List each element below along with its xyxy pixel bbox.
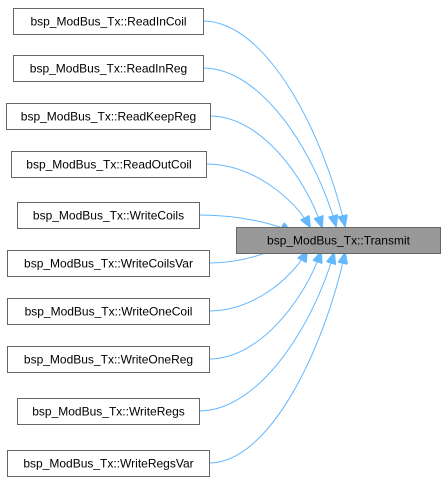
node-label: bsp_ModBus_Tx::ReadKeepReg — [21, 110, 196, 124]
edge-7 — [208, 251, 307, 312]
edge-line — [198, 253, 334, 412]
caller-node-bsp-modbus-tx-readoutcoil[interactable]: bsp_ModBus_Tx::ReadOutCoil — [11, 151, 207, 178]
target-node-transmit[interactable]: bsp_ModBus_Tx::Transmit — [236, 227, 441, 254]
node-box — [13, 55, 204, 82]
node-label: bsp_ModBus_Tx::WriteCoilsVar — [24, 257, 193, 271]
edge-8 — [208, 252, 321, 360]
edge-layer — [198, 20, 345, 464]
node-box — [236, 227, 441, 254]
node-layer: bsp_ModBus_Tx::ReadInCoilbsp_ModBus_Tx::… — [6, 8, 441, 477]
edge-1 — [202, 20, 345, 226]
node-box — [11, 151, 207, 178]
edge-line — [208, 252, 321, 360]
node-label: bsp_ModBus_Tx::WriteRegsVar — [23, 457, 193, 471]
edge-4 — [205, 163, 310, 227]
node-label: bsp_ModBus_Tx::ReadInReg — [30, 62, 187, 76]
caller-node-bsp-modbus-tx-writecoils[interactable]: bsp_ModBus_Tx::WriteCoils — [17, 202, 200, 229]
node-label: bsp_ModBus_Tx::Transmit — [267, 234, 411, 248]
edge-9 — [198, 253, 334, 412]
caller-node-bsp-modbus-tx-writeregs[interactable]: bsp_ModBus_Tx::WriteRegs — [17, 398, 200, 425]
node-label: bsp_ModBus_Tx::WriteOneCoil — [25, 305, 193, 319]
edge-line — [208, 253, 345, 464]
caller-node-bsp-modbus-tx-writeonereg[interactable]: bsp_ModBus_Tx::WriteOneReg — [7, 346, 210, 373]
node-box — [7, 346, 210, 373]
caller-node-bsp-modbus-tx-readkeepreg[interactable]: bsp_ModBus_Tx::ReadKeepReg — [6, 103, 211, 130]
node-box — [13, 8, 204, 35]
caller-node-bsp-modbus-tx-writeregsvar[interactable]: bsp_ModBus_Tx::WriteRegsVar — [7, 450, 210, 477]
edge-line — [202, 67, 336, 226]
node-box — [17, 202, 200, 229]
node-label: bsp_ModBus_Tx::ReadOutCoil — [26, 158, 191, 172]
caller-node-bsp-modbus-tx-readinreg[interactable]: bsp_ModBus_Tx::ReadInReg — [13, 55, 204, 82]
edge-line — [202, 20, 345, 226]
edge-line — [209, 115, 322, 227]
edge-3 — [209, 115, 322, 227]
edge-10 — [208, 253, 345, 464]
caller-node-bsp-modbus-tx-writeonecoil[interactable]: bsp_ModBus_Tx::WriteOneCoil — [7, 298, 210, 325]
caller-node-bsp-modbus-tx-writecoilsvar[interactable]: bsp_ModBus_Tx::WriteCoilsVar — [7, 250, 210, 277]
caller-node-bsp-modbus-tx-readincoil[interactable]: bsp_ModBus_Tx::ReadInCoil — [13, 8, 204, 35]
node-box — [7, 298, 210, 325]
node-box — [7, 450, 210, 477]
node-label: bsp_ModBus_Tx::WriteOneReg — [24, 353, 193, 367]
edge-2 — [202, 67, 336, 226]
node-label: bsp_ModBus_Tx::ReadInCoil — [30, 15, 186, 29]
node-box — [7, 250, 210, 277]
edge-line — [205, 163, 310, 227]
node-box — [17, 398, 200, 425]
edge-line — [208, 251, 307, 312]
node-label: bsp_ModBus_Tx::WriteRegs — [32, 405, 185, 419]
node-label: bsp_ModBus_Tx::WriteCoils — [33, 209, 184, 223]
node-box — [6, 103, 211, 130]
